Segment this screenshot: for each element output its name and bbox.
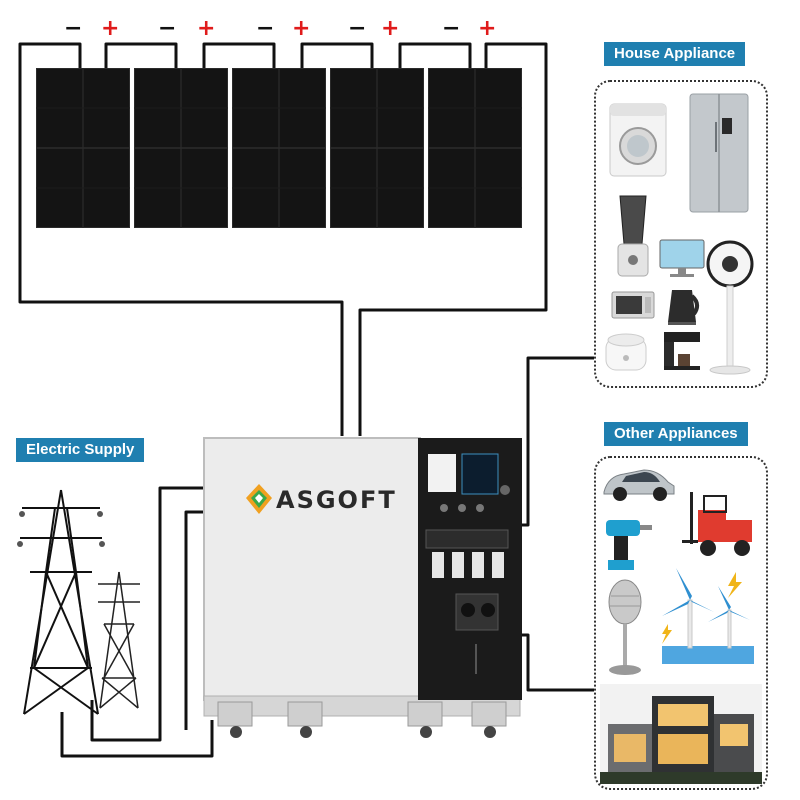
solar-panel-icon bbox=[329, 67, 425, 229]
positive-terminal-sign: + bbox=[197, 16, 216, 41]
blender-icon bbox=[617, 195, 649, 277]
other-appliances-label: Other Appliances bbox=[604, 422, 748, 446]
solar-panel bbox=[427, 67, 523, 229]
solar-panel-icon bbox=[35, 67, 131, 229]
rice-cooker-icon bbox=[605, 333, 647, 371]
washing-machine-icon bbox=[609, 103, 667, 177]
transmission-tower-icon bbox=[98, 571, 140, 709]
negative-terminal-sign: − bbox=[348, 16, 367, 41]
house-appliance-label: House Appliance bbox=[604, 42, 746, 66]
solar-panel bbox=[133, 67, 229, 229]
house-icon bbox=[600, 684, 762, 784]
electric-supply-label: Electric Supply bbox=[16, 438, 145, 462]
forklift-icon bbox=[682, 492, 752, 556]
refrigerator-icon bbox=[689, 93, 749, 213]
monitor-icon bbox=[659, 239, 705, 277]
negative-terminal-sign: − bbox=[442, 16, 461, 41]
transmission-tower-icon bbox=[17, 489, 105, 715]
solar-panel-icon bbox=[133, 67, 229, 229]
wind-turbine-icon bbox=[662, 568, 754, 664]
solar-panel-icon bbox=[231, 67, 327, 229]
microphone-icon bbox=[608, 579, 642, 675]
positive-terminal-sign: + bbox=[101, 16, 120, 41]
electric-kettle-icon bbox=[668, 290, 699, 325]
asgoft-logo-icon bbox=[246, 484, 272, 514]
power-station-body bbox=[203, 437, 522, 738]
positive-terminal-sign: + bbox=[292, 16, 311, 41]
negative-terminal-sign: − bbox=[256, 16, 275, 41]
solar-panel-icon bbox=[427, 67, 523, 229]
negative-terminal-sign: − bbox=[158, 16, 177, 41]
microwave-icon bbox=[611, 291, 655, 319]
solar-panel bbox=[231, 67, 327, 229]
solar-panel bbox=[329, 67, 425, 229]
coffee-machine-icon bbox=[664, 332, 700, 370]
negative-terminal-sign: − bbox=[64, 16, 83, 41]
electric-car-icon bbox=[603, 469, 675, 501]
station-brand-name: ASGOFT bbox=[276, 486, 397, 514]
positive-terminal-sign: + bbox=[381, 16, 400, 41]
positive-terminal-sign: + bbox=[478, 16, 497, 41]
power-drill-icon bbox=[606, 520, 652, 570]
air-circulator-fan-icon bbox=[706, 240, 754, 375]
solar-panel bbox=[35, 67, 131, 229]
